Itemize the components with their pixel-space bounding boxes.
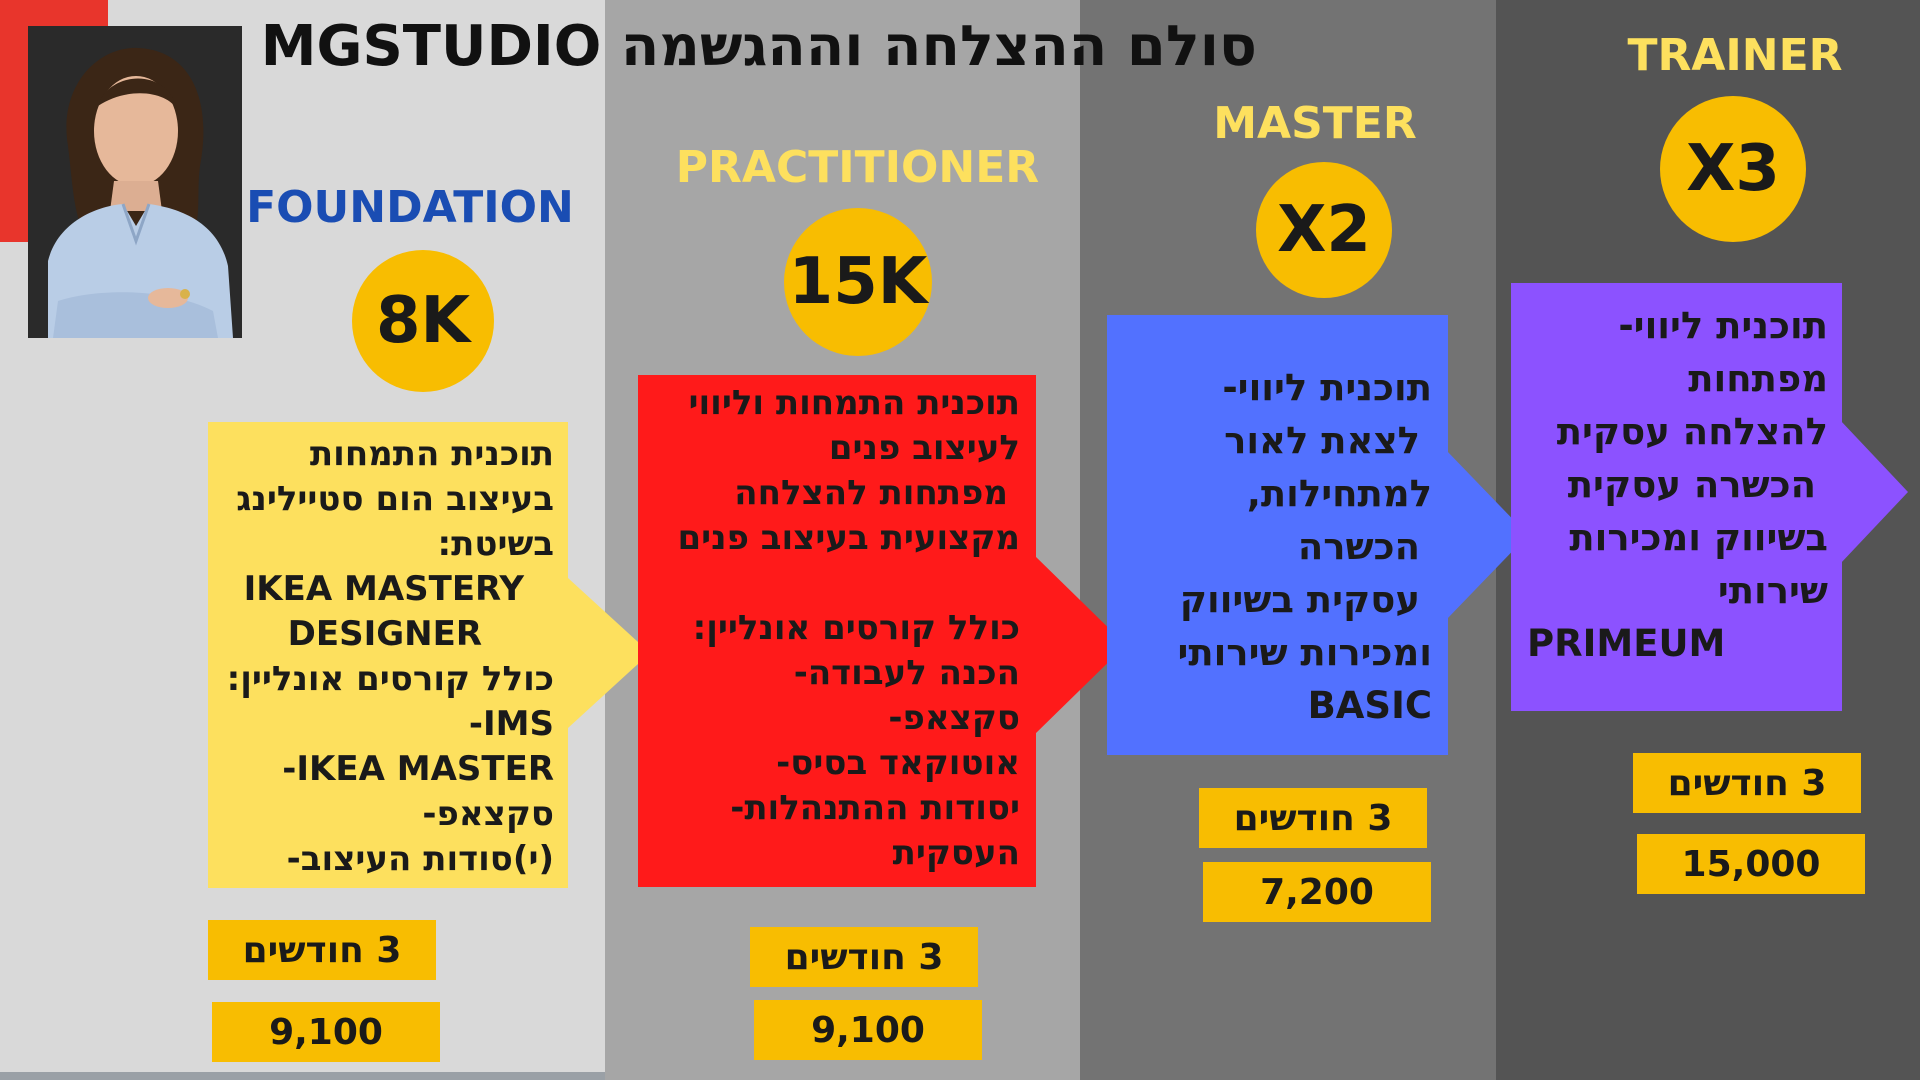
box-practitioner: תוכנית התמחות וליווי לעיצוב פנים מפתחות … <box>638 375 1036 887</box>
price-tag-trainer: 15,000 <box>1637 834 1865 894</box>
box-line: IKEA MASTER- <box>282 749 554 789</box>
price-tag-master: 7,200 <box>1203 862 1431 922</box>
duration-tag-foundation: 3 חודשים <box>208 920 436 980</box>
duration-tag-master: 3 חודשים <box>1199 788 1427 848</box>
box-line: לצאת לאור <box>1224 419 1420 462</box>
page-title: סולם ההצלחה וההגשמה MGSTUDIO <box>260 14 1257 79</box>
box-line: DESIGNER <box>287 614 482 654</box>
box-line: למתחילות, <box>1246 472 1432 515</box>
level-label-trainer: TRAINER <box>1627 30 1843 81</box>
box-line: עסקית בשיווק <box>1179 578 1420 621</box>
box-line: לעיצוב פנים <box>828 428 1020 468</box>
duration-tag-practitioner: 3 חודשים <box>750 927 978 987</box>
portrait-photo <box>28 26 242 338</box>
box-trainer: תוכנית ליווי- מפתחות להצלחה עסקית הכשרה … <box>1511 283 1842 711</box>
box-master: תוכנית ליווי- לצאת לאור למתחילות, הכשרה … <box>1107 315 1448 755</box>
arrow-foundation <box>568 578 650 728</box>
box-line: (י)סודות העיצוב- <box>286 839 554 879</box>
box-line: כולל קורסים אונליין: <box>692 608 1020 648</box>
level-label-foundation: FOUNDATION <box>246 182 574 233</box>
box-line: בשיווק ומכירות <box>1569 516 1828 559</box>
badge-foundation: 8K <box>352 250 494 392</box>
box-foundation: תוכנית התמחות בעיצוב הום סטיילינג בשיטת:… <box>208 422 568 888</box>
box-line: הכשרה עסקית <box>1567 463 1816 506</box>
arrow-trainer <box>1840 420 1908 564</box>
red-accent-top <box>0 0 108 26</box>
box-line: אוטוקאד בסיס- <box>776 743 1020 783</box>
badge-master: X2 <box>1256 162 1392 298</box>
box-line: מפתחות להצלחה <box>734 473 1008 513</box>
box-line: תוכנית התמחות <box>309 434 554 474</box>
box-line: סקצאפ- <box>888 698 1020 738</box>
box-line: בעיצוב הום סטיילינג <box>236 479 554 519</box>
level-label-practitioner: PRACTITIONER <box>675 142 1040 193</box>
box-line: תוכנית התמחות וליווי <box>688 383 1020 423</box>
box-line: PRIMEUM <box>1527 622 1726 665</box>
box-line: תוכנית ליווי- <box>1618 304 1828 347</box>
box-line: IMS- <box>468 704 554 744</box>
box-line: BASIC <box>1307 684 1432 727</box>
bottom-accent-bar <box>0 1072 605 1080</box>
box-line: מקצועית בעיצוב פנים <box>677 518 1020 558</box>
badge-practitioner: 15K <box>784 208 932 356</box>
box-line <box>638 561 1020 606</box>
box-line: תוכנית ליווי- <box>1222 366 1432 409</box>
box-line: IKEA MASTERY <box>243 569 524 609</box>
box-line: כולל קורסים אונליין: <box>226 659 554 699</box>
box-line: סקצאפ- <box>422 794 554 834</box>
level-label-master: MASTER <box>1213 98 1417 149</box>
duration-tag-trainer: 3 חודשים <box>1633 753 1861 813</box>
box-line: בשיטת: <box>437 524 554 564</box>
box-line: יסודות ההתנהלות- <box>730 788 1020 828</box>
price-tag-practitioner: 9,100 <box>754 1000 982 1060</box>
box-line: מפתחות <box>1688 357 1828 400</box>
price-tag-foundation: 9,100 <box>212 1002 440 1062</box>
badge-trainer: X3 <box>1660 96 1806 242</box>
box-line: להצלחה עסקית <box>1556 410 1828 453</box>
box-line: הכנה לעבודה- <box>793 653 1020 693</box>
box-line: הכשרה <box>1297 525 1420 568</box>
red-accent-strip <box>0 0 28 242</box>
box-line: העסקית <box>892 833 1020 873</box>
box-line: ומכירות שירותי <box>1177 631 1432 674</box>
box-line: שירותי <box>1717 569 1828 612</box>
